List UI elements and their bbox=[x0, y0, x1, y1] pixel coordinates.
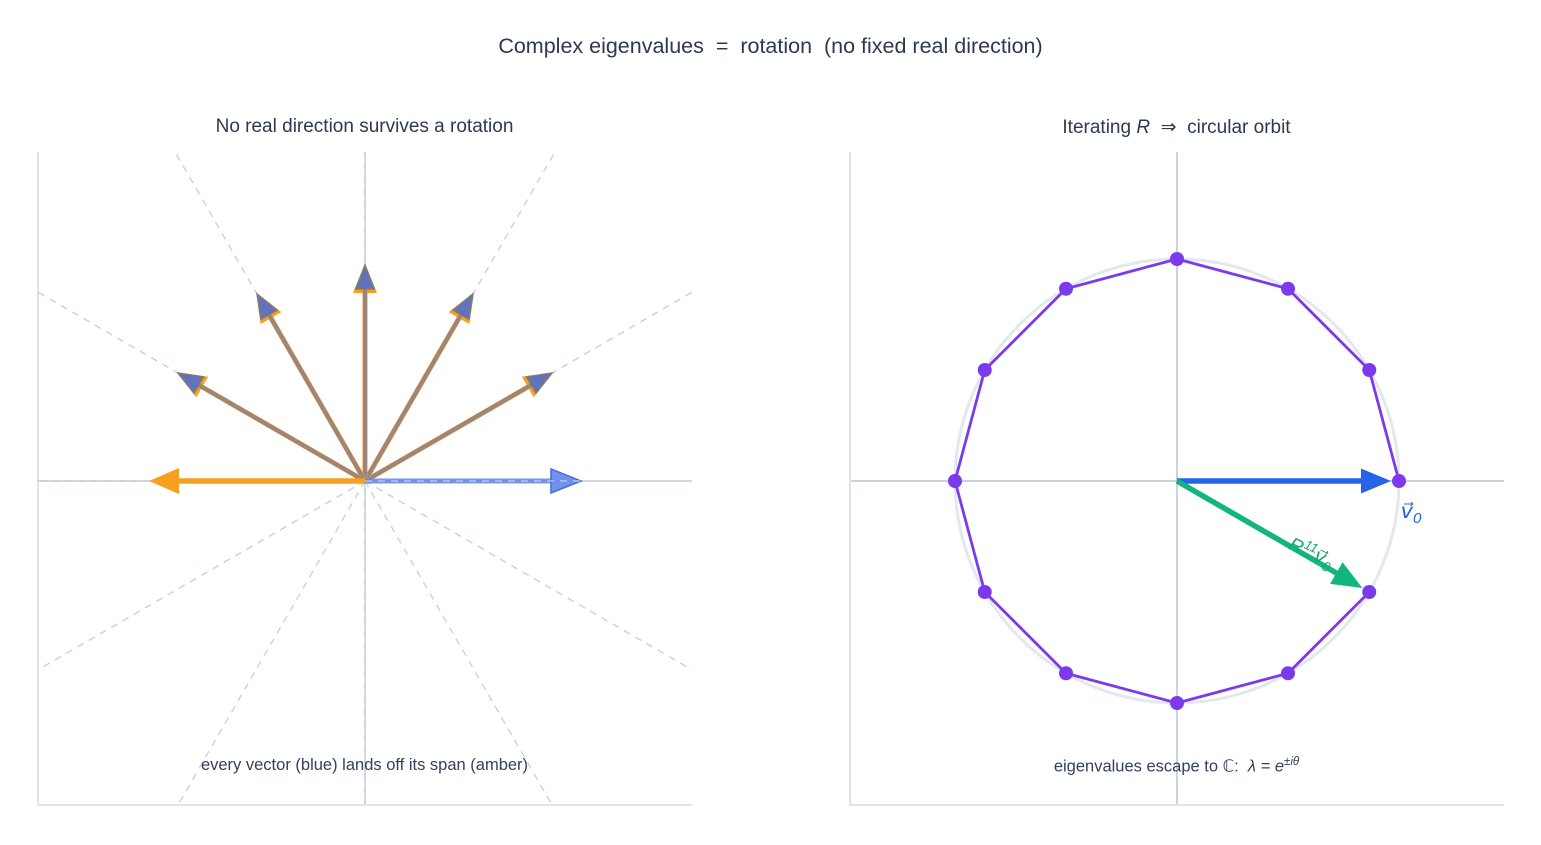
right-caption-math: λ = e bbox=[1247, 757, 1284, 776]
right-caption-part1: eigenvalues escape to ℂ: bbox=[1053, 757, 1248, 776]
v0-label-base: v⃗ bbox=[1400, 499, 1414, 523]
v0-label: v⃗0 bbox=[1401, 499, 1422, 527]
amber-vector bbox=[149, 468, 365, 494]
left-subplot-title: No real direction survives a rotation bbox=[37, 116, 692, 138]
right-title-part1: Iterating bbox=[1062, 117, 1137, 138]
orbit-polyline bbox=[953, 257, 1401, 705]
right-caption-sup: ±iθ bbox=[1284, 756, 1300, 768]
figure-title: Complex eigenvalues = rotation (no fixed… bbox=[498, 34, 1043, 58]
left-subplot-title-text: No real direction survives a rotation bbox=[215, 116, 514, 137]
left-caption: every vector (blue) lands off its span (… bbox=[37, 756, 692, 775]
rotated-vectors bbox=[176, 262, 554, 484]
left-caption-text: every vector (blue) lands off its span (… bbox=[200, 756, 529, 774]
right-title-math-R: R bbox=[1136, 117, 1151, 138]
right-plot-svg bbox=[849, 152, 1504, 806]
left-panel: every vector (blue) lands off its span (… bbox=[37, 152, 692, 806]
v0-label-sub: 0 bbox=[1413, 510, 1422, 528]
iteration-arrows bbox=[1175, 468, 1391, 588]
spines bbox=[37, 152, 692, 806]
left-plot-svg bbox=[37, 152, 692, 806]
right-subplot-title: Iterating R ⇒ circular orbit bbox=[849, 116, 1504, 139]
orbit-points bbox=[948, 252, 1406, 710]
right-caption: eigenvalues escape to ℂ: λ = e±iθ bbox=[849, 756, 1504, 777]
right-panel: v⃗0 R11v⃗0 eigenvalues escape to ℂ: λ = … bbox=[849, 152, 1504, 806]
spines bbox=[849, 152, 1504, 806]
right-title-part2: ⇒ circular orbit bbox=[1150, 117, 1291, 138]
